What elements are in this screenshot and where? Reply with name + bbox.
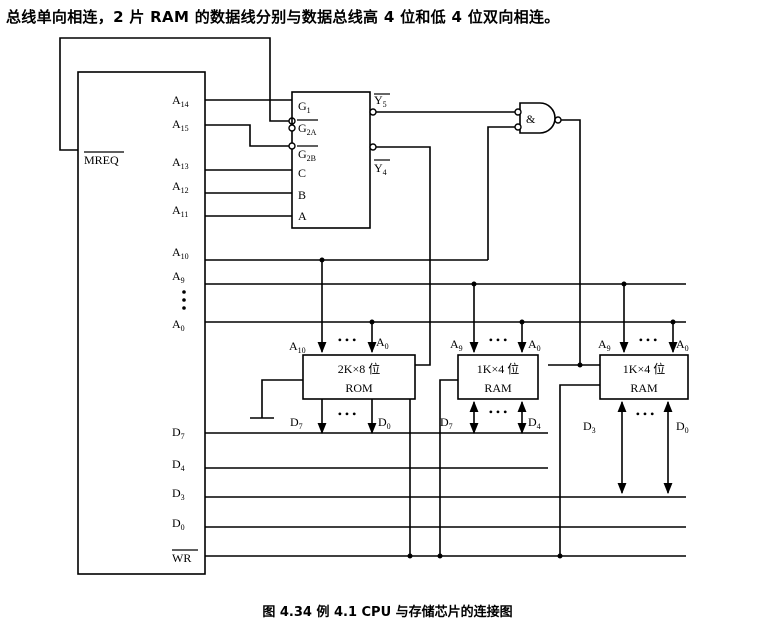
rom-line2: ROM [345,381,373,395]
decoder-g2b: G2B [298,147,316,163]
decoder-y4: Y4 [374,161,387,177]
pin-a11: A11 [172,203,188,219]
mreq-line [59,37,292,151]
decoder-a: A [298,209,307,223]
ram1-chip [457,354,539,400]
ram1-data-dots: • • • [489,405,508,419]
ram2-chip [599,354,689,400]
pin-d3: D3 [172,486,185,502]
cpu-block [77,71,206,575]
mreq-label: MREQ [84,153,119,167]
rom-data-lo: D0 [378,415,391,431]
intro-text: 总线单向相连，2 片 RAM 的数据线分别与数据总线高 4 位和低 4 位双向相… [6,8,560,26]
decoder-g1: G1 [298,99,311,115]
decoder-block [291,91,371,229]
pin-a0: A0 [172,317,185,333]
ram1-line1: 1K×4 位 [477,361,519,376]
rom-chip [302,354,416,400]
ram2-line2: RAM [630,381,658,395]
ram1-line2: RAM [484,381,512,395]
connection-diagram: MREQ A14 A15 A13 A12 A11 A10 A9 A0 D7 D4… [59,37,689,575]
ram1-addr-lo: A0 [528,337,541,353]
pin-a9: A9 [172,269,185,285]
pin-d7: D7 [172,425,185,441]
rom-addr-hi: A10 [289,339,306,355]
rom-data-dots: • • • [338,407,357,421]
decoder-y5: Y5 [374,93,387,109]
pin-a12: A12 [172,179,189,195]
and-symbol: & [526,112,536,126]
figure-caption: 图 4.34 例 4.1 CPU 与存储芯片的连接图 [262,605,513,620]
decoder-c: C [298,166,306,180]
ram1-data-lo: D4 [528,415,541,431]
pin-d0: D0 [172,516,185,532]
ram1-data-hi: D7 [440,415,453,431]
pin-wr: WR [172,551,191,565]
ram2-data-lo: D0 [676,419,689,435]
ram1-addr-hi: A9 [450,337,463,353]
ram2-addr-hi: A9 [598,337,611,353]
ram2-addr-lo: A0 [676,337,689,353]
rom-addr-lo: A0 [376,335,389,351]
rom-line1: 2K×8 位 [338,361,380,376]
pin-a13: A13 [172,155,189,171]
pin-a10: A10 [172,245,189,261]
decoder-g2a: G2A [298,121,317,137]
ram1-addr-dots: • • • [489,333,508,347]
rom-data-hi: D7 [290,415,303,431]
rom-addr-dots: • • • [338,333,357,347]
ram2-line1: 1K×4 位 [623,361,665,376]
pin-d4: D4 [172,457,185,473]
decoder-b: B [298,188,306,202]
ram2-addr-dots: • • • [639,333,658,347]
pin-a15: A15 [172,117,189,133]
ram2-data-dots: • • • [636,407,655,421]
ram2-data-hi: D3 [583,419,596,435]
pin-a14: A14 [172,93,189,109]
